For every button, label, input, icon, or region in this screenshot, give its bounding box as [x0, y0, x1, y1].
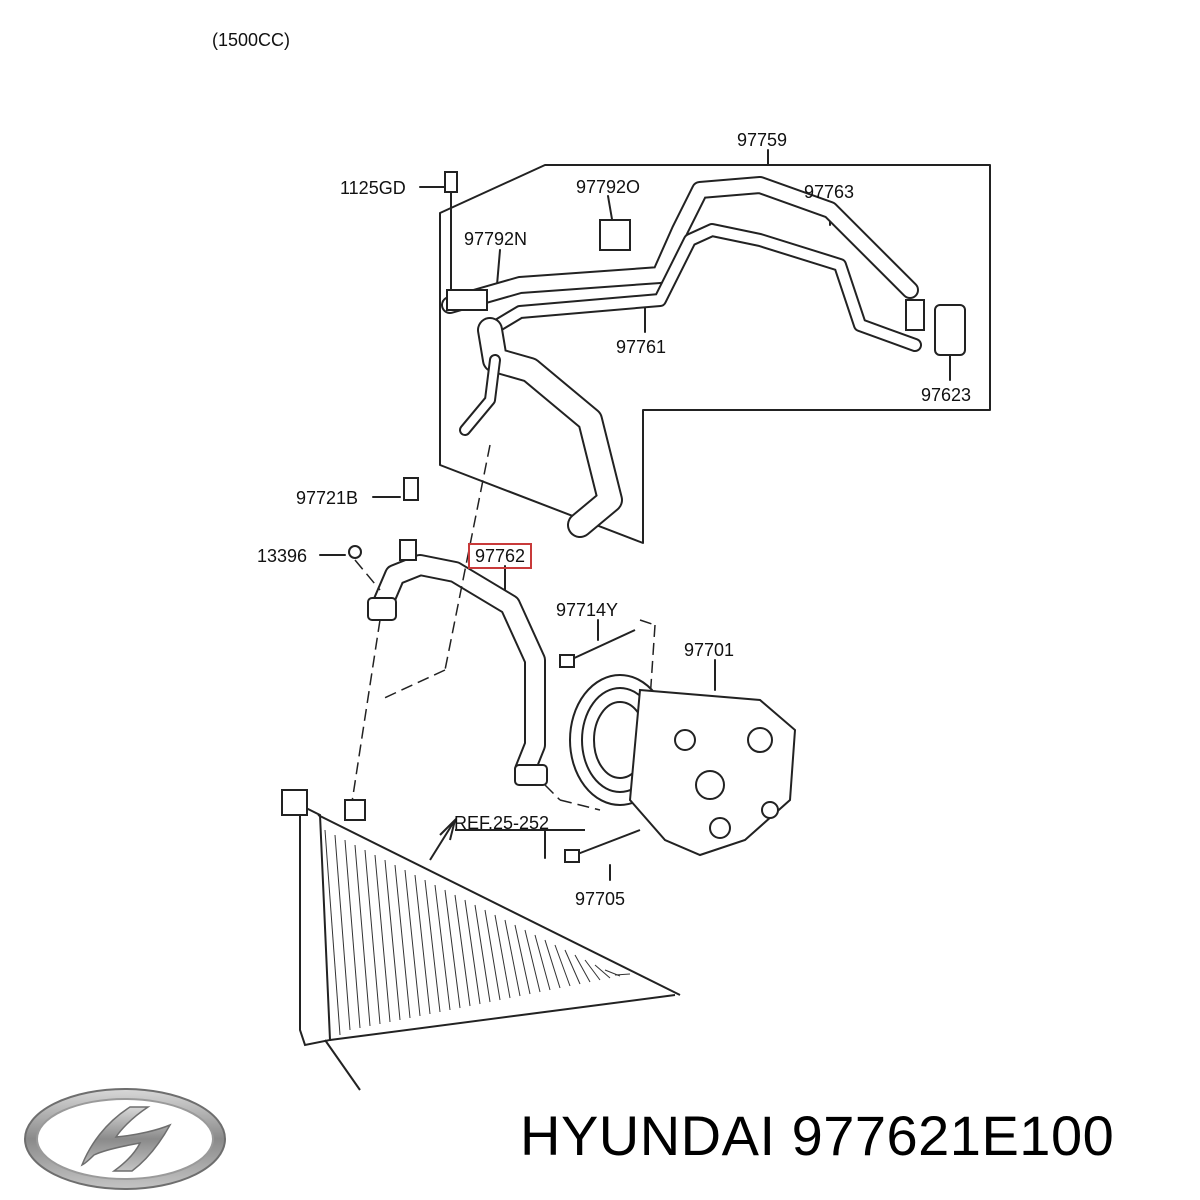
condenser-fins: [324, 829, 631, 1036]
part-label-97761[interactable]: 97761: [616, 337, 667, 357]
upper-hose-assembly: [441, 176, 922, 538]
bolt-1125gd: [444, 171, 631, 311]
part-label-97721b[interactable]: 97721B: [296, 488, 359, 508]
part-label-97759[interactable]: 97759: [737, 130, 788, 150]
hyundai-logo-icon: [24, 1088, 226, 1190]
fittings: [348, 477, 548, 786]
part-label-97792n[interactable]: 97792N: [464, 229, 528, 249]
part-label-97623[interactable]: 97623: [921, 385, 972, 405]
expansion-valve: [905, 299, 966, 356]
part-label-13396[interactable]: 13396: [257, 546, 308, 566]
compressor-97701: [569, 674, 797, 857]
discharge-hose-97762: [369, 554, 546, 781]
part-label-1125gd[interactable]: 1125GD: [340, 178, 406, 198]
condenser: [281, 789, 681, 1091]
group-boundary-97759: [439, 164, 991, 544]
part-label-97763[interactable]: 97763: [804, 182, 855, 202]
bolts-97714y-97705: [559, 629, 641, 863]
part-label-97792o[interactable]: 97792O: [576, 177, 641, 197]
part-label-97701[interactable]: 97701: [684, 640, 735, 660]
engine-note: (1500CC): [212, 30, 291, 50]
caption-part-number: HYUNDAI 977621E100: [520, 1104, 1115, 1167]
part-label-97762-highlighted[interactable]: 97762: [468, 543, 533, 569]
part-label-97705[interactable]: 97705: [575, 889, 626, 909]
part-label-97714y[interactable]: 97714Y: [556, 600, 619, 620]
ref-label[interactable]: REF.25-252: [454, 813, 550, 833]
